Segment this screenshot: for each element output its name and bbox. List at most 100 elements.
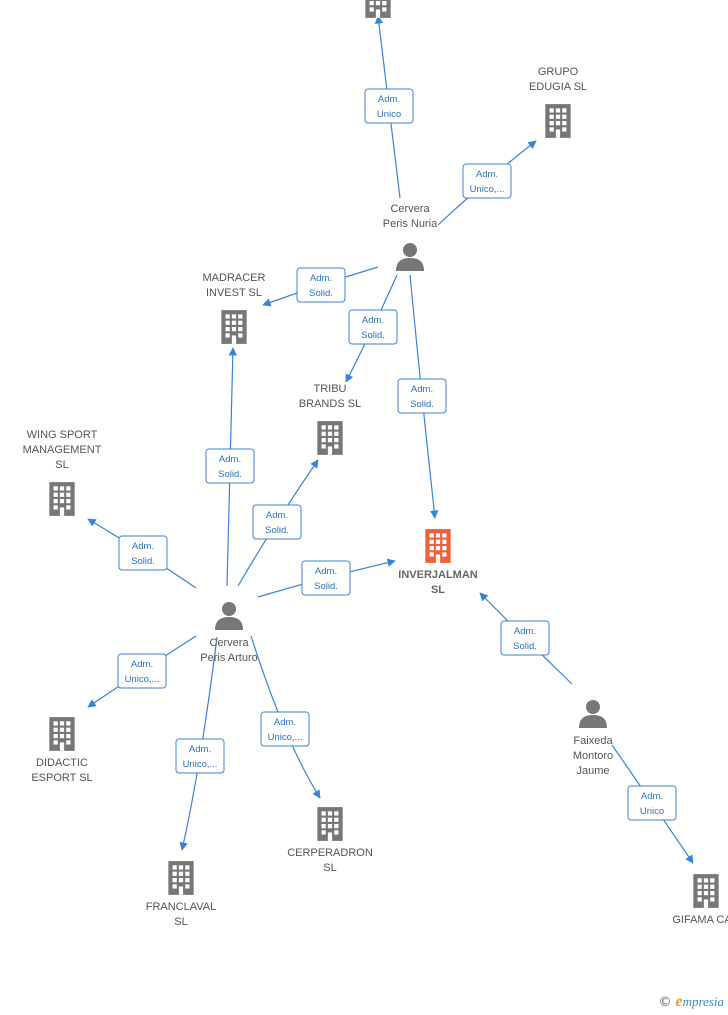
node-label-line: GIFAMA CAN — [672, 914, 728, 926]
edge-label-line: Solid. — [218, 469, 242, 480]
node-label-line: WING SPORT — [27, 429, 98, 441]
edge-label-line: Adm. — [266, 510, 288, 521]
building-icon — [49, 717, 75, 751]
edge-label-line: Adm. — [362, 315, 384, 326]
node-tribu[interactable]: TRIBU BRANDS SL — [299, 383, 361, 455]
edge-label-line: Solid. — [314, 581, 338, 592]
building-icon — [49, 482, 75, 516]
edge-label[interactable]: Adm. Unico — [627, 785, 677, 821]
edge-cervera_arturo-to-tribu: Adm.Solid. — [237, 459, 319, 587]
node-label-line: Jaume — [576, 765, 609, 777]
edge-label[interactable]: Adm. Solid. — [500, 620, 550, 656]
edge-label-line: Adm. — [132, 541, 154, 552]
edge-label[interactable]: Adm. Unico,... — [175, 738, 225, 774]
node-label-line: Montoro — [573, 750, 613, 762]
edge-label-line: Adm. — [476, 169, 498, 180]
node-label-line: SL — [431, 584, 445, 596]
building-icon — [545, 104, 571, 138]
edge-label[interactable]: Adm. Solid. — [397, 378, 447, 414]
node-label-line: BRANDS SL — [299, 398, 361, 410]
node-label-line: Faixeda — [573, 735, 613, 747]
node-gifama[interactable]: GIFAMA CAN — [672, 874, 728, 926]
node-label-line: Cervera — [390, 203, 430, 215]
edge-label-line: Unico,... — [125, 674, 160, 685]
edge-label-box — [118, 535, 168, 571]
edge-label-line: Unico — [640, 806, 664, 817]
node-label-line: SL — [323, 862, 336, 874]
edge-cervera_arturo-to-madracer: Adm. Solid. — [205, 347, 255, 587]
edge-label-line: Adm. — [219, 454, 241, 465]
edge-label[interactable]: Adm.Unico — [364, 88, 414, 124]
edge-label[interactable]: Adm.Solid. — [296, 267, 346, 303]
building-icon — [221, 310, 247, 344]
edge-label-line: Adm. — [378, 94, 400, 105]
edge-label[interactable]: Adm. Solid. — [205, 448, 255, 484]
building-icon — [365, 0, 391, 18]
edge-label[interactable]: Adm. Solid. — [118, 535, 168, 571]
edge-label-box — [175, 738, 225, 774]
brand-name: mpresia — [682, 994, 724, 1009]
edge-cervera_nuria-to-top_company: Adm.Unico — [364, 15, 414, 199]
edge-label[interactable]: Adm.Unico,... — [462, 163, 512, 199]
edge-cervera_nuria-to-inverjalman: Adm. Solid. — [397, 274, 447, 519]
edge-label-box — [117, 653, 167, 689]
edge-label-line: Solid. — [131, 556, 155, 567]
node-label-line: EDUGIA SL — [529, 81, 587, 93]
edge-label[interactable]: Adm. Solid. — [301, 560, 351, 596]
building-icon — [317, 421, 343, 455]
edge-cervera_arturo-to-wing_sport: Adm. Solid. — [87, 518, 197, 589]
edge-label-box — [301, 560, 351, 596]
edge-label-line: Adm. — [514, 626, 536, 637]
node-label-line: Peris Nuria — [383, 218, 438, 230]
edge-label[interactable]: Adm. Unico,... — [117, 653, 167, 689]
node-didactic[interactable]: DIDACTIC ESPORT SL — [31, 717, 93, 784]
edge-label-line: Adm. — [189, 744, 211, 755]
node-label-line: SL — [55, 459, 68, 471]
edge-label-line: Solid. — [410, 399, 434, 410]
node-label-line: DIDACTIC — [36, 757, 88, 769]
edge-faixeda-to-gifama: Adm. Unico — [611, 744, 694, 864]
edge-label-line: Adm. — [315, 566, 337, 577]
edge-label-line: Adm. — [131, 659, 153, 670]
edge-label-line: Adm. — [411, 384, 433, 395]
edge-label-line: Solid. — [361, 330, 385, 341]
edge-label[interactable]: Adm.Solid. — [252, 504, 302, 540]
edge-cervera_nuria-to-grupo_edugia: Adm.Unico,... — [437, 140, 537, 226]
node-label-line: GRUPO — [538, 66, 579, 78]
node-label-line: Cervera — [209, 637, 249, 649]
edge-label-line: Solid. — [513, 641, 537, 652]
building-icon — [425, 529, 451, 563]
edge-label-line: Adm. — [274, 717, 296, 728]
edge-label-box — [296, 267, 346, 303]
edge-cervera_arturo-to-franclaval: Adm. Unico,... — [175, 636, 225, 851]
edge-label[interactable]: Adm. Solid. — [348, 309, 398, 345]
edge-label-line: Unico,... — [183, 759, 218, 770]
edge-label-box — [252, 504, 302, 540]
node-label-line: ESPORT SL — [31, 772, 92, 784]
building-icon — [693, 874, 719, 908]
node-label-line: TRIBU — [314, 383, 347, 395]
node-top-company[interactable] — [365, 0, 391, 18]
node-label-line: Peris Arturo — [200, 652, 257, 664]
edge-cervera_nuria-to-tribu: Adm. Solid. — [345, 274, 398, 383]
edge-label[interactable]: Adm.Unico,... — [260, 711, 310, 747]
edge-label-box — [627, 785, 677, 821]
node-grupo-edugia[interactable]: GRUPO EDUGIA SL — [529, 66, 587, 138]
edge-label-line: Adm. — [641, 791, 663, 802]
building-icon — [168, 861, 194, 895]
edge-label-line: Solid. — [309, 288, 333, 299]
person-icon — [396, 243, 424, 271]
edge-label-box — [397, 378, 447, 414]
copyright-symbol: © — [658, 995, 672, 1010]
edge-cervera_arturo-to-cerperadron: Adm.Unico,... — [250, 635, 321, 799]
node-label-line: MADRACER — [203, 272, 266, 284]
